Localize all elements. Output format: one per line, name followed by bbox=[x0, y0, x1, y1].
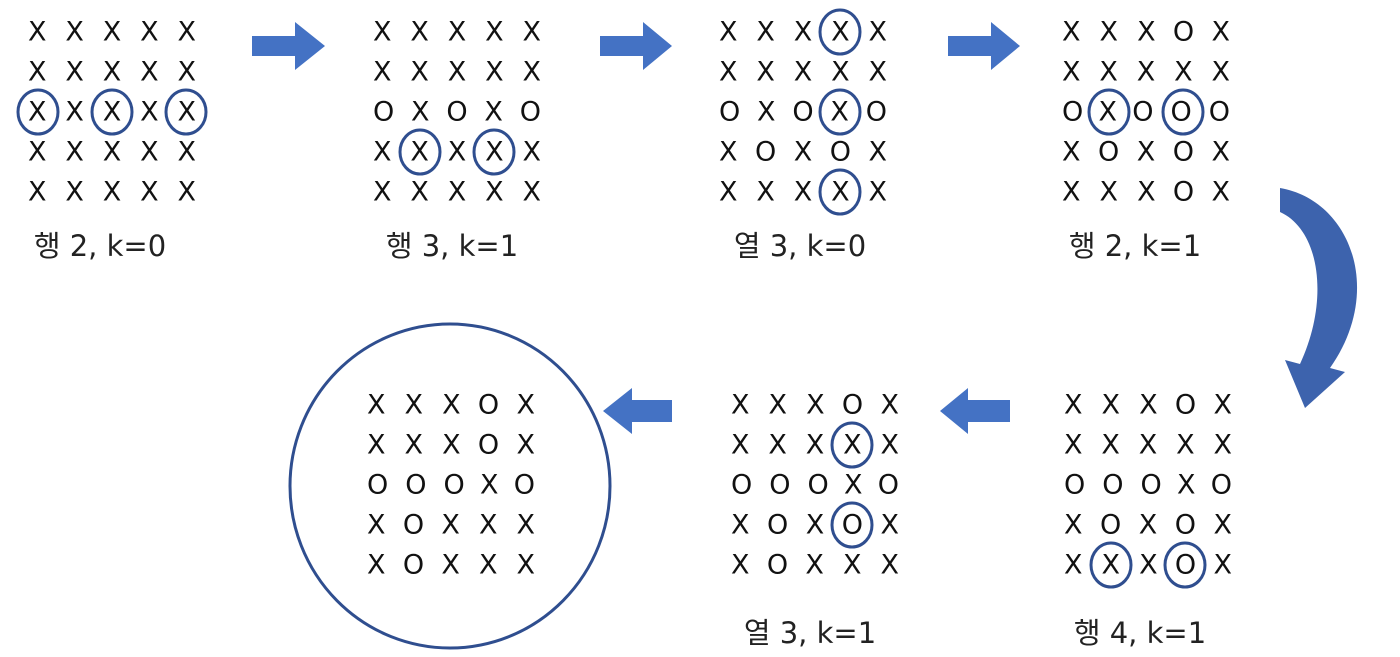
grid-row: OXOXO bbox=[373, 97, 541, 128]
grid-row: XXXXX bbox=[719, 17, 887, 48]
grid-row: XXXOX bbox=[1064, 550, 1232, 581]
grid-row: XXXXX bbox=[28, 137, 196, 168]
step-grid: XXXOX XXXXX OOOXO XOXOX XOXXX bbox=[731, 390, 899, 581]
highlight-circle bbox=[830, 421, 874, 469]
grid-row: XXXOX bbox=[1064, 390, 1232, 421]
grid-row: XXXXX bbox=[1062, 57, 1230, 88]
arrow-left-2 bbox=[603, 388, 672, 434]
grid-row: OOOXO bbox=[1064, 470, 1232, 501]
grid-row: XXXXX bbox=[719, 177, 887, 208]
grid-row: XOXOX bbox=[1064, 510, 1232, 541]
grid-row: XXXXX bbox=[373, 137, 541, 168]
step-label: 열 3, k=0 bbox=[734, 229, 866, 263]
final-result-circle bbox=[288, 322, 612, 650]
step-label: 행 4, k=1 bbox=[1074, 616, 1206, 650]
grid-row: XXXOX bbox=[731, 390, 899, 421]
arrow-curved-down bbox=[1280, 188, 1358, 408]
grid-row: XXXXX bbox=[373, 177, 541, 208]
grid-row: OOOXO bbox=[367, 470, 535, 501]
step-label: 행 2, k=0 bbox=[34, 229, 166, 263]
arrow-right-2 bbox=[600, 22, 672, 70]
grid-row: XXXOX bbox=[367, 390, 535, 421]
step-label: 행 3, k=1 bbox=[386, 229, 518, 263]
step-label: 행 2, k=1 bbox=[1069, 229, 1201, 263]
highlight-circle bbox=[818, 168, 862, 216]
highlight-circle bbox=[1089, 541, 1133, 589]
grid-row: XXXXX bbox=[1064, 430, 1232, 461]
grid-row: OOOXO bbox=[731, 470, 899, 501]
grid-row: XOXOX bbox=[731, 510, 899, 541]
step-label: 열 3, k=1 bbox=[744, 616, 876, 650]
grid-row: OXOXO bbox=[719, 97, 887, 128]
arrow-left-1 bbox=[940, 388, 1010, 434]
highlight-circle bbox=[90, 88, 134, 136]
step-grid: XXXOX XXXXX OXOOO XOXOX XXXOX bbox=[1062, 17, 1230, 208]
highlight-circle bbox=[16, 88, 60, 136]
highlight-circle bbox=[164, 88, 208, 136]
grid-row: XXXXX bbox=[373, 57, 541, 88]
grid-row: XXXXX bbox=[373, 17, 541, 48]
step-grid: XXXXX XXXXX XXXXX XXXXX XXXXX bbox=[16, 17, 208, 208]
grid-row: XXXXX bbox=[731, 430, 899, 461]
step-grid: XXXOX XXXXX OOOXO XOXOX XXXOX bbox=[1064, 390, 1232, 589]
grid-row: XXXOX bbox=[367, 430, 535, 461]
grid-row: XXXXX bbox=[28, 177, 196, 208]
grid-row: XXXXX bbox=[28, 57, 196, 88]
grid-row: XOXOX bbox=[1062, 137, 1230, 168]
grid-row: XXXXX bbox=[28, 97, 196, 128]
grid-row: XXXXX bbox=[719, 57, 887, 88]
final-grid: XXXOX XXXOX OOOXO XOXXX XOXXX bbox=[367, 390, 535, 581]
highlight-circle bbox=[472, 128, 516, 176]
highlight-circle bbox=[398, 128, 442, 176]
grid-row: XXXOX bbox=[1062, 177, 1230, 208]
highlight-circle bbox=[818, 8, 862, 56]
grid-row: XOXXX bbox=[367, 510, 535, 541]
grid-row: XXXOX bbox=[1062, 17, 1230, 48]
highlight-circle bbox=[1087, 88, 1131, 136]
arrow-right-1 bbox=[252, 22, 325, 70]
grid-row: OXOOO bbox=[1062, 97, 1230, 128]
step-grid: XXXXX XXXXX OXOXO XOXOX XXXXX bbox=[719, 8, 887, 216]
grid-row: XOXXX bbox=[367, 550, 535, 581]
highlight-circle bbox=[1163, 541, 1207, 589]
highlight-circle bbox=[1161, 88, 1205, 136]
highlight-circle bbox=[830, 501, 874, 549]
highlight-circle bbox=[818, 88, 862, 136]
grid-row: XOXXX bbox=[731, 550, 899, 581]
step-grid: XXXXX XXXXX OXOXO XXXXX XXXXX bbox=[373, 17, 541, 208]
grid-row: XOXOX bbox=[719, 137, 887, 168]
arrow-right-3 bbox=[948, 22, 1020, 70]
grid-row: XXXXX bbox=[28, 17, 196, 48]
